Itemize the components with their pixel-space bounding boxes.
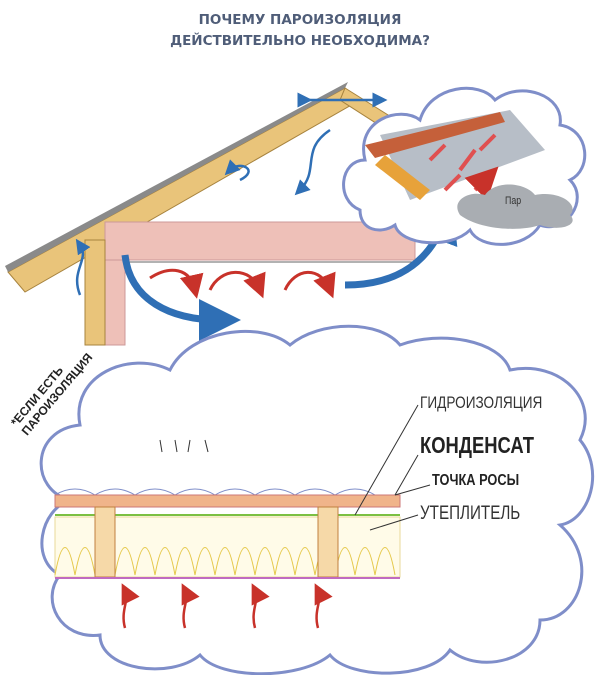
label-leader-lines <box>354 404 431 531</box>
title-line-2: ДЕЙСТВИТЕЛЬНО НЕОБХОДИМА? <box>170 33 430 49</box>
label-waterproofing: ГИДРОИЗОЛЯЦИЯ <box>420 393 543 412</box>
label-condensate: КОНДЕНСАТ <box>420 432 534 458</box>
roof-detail <box>365 110 545 200</box>
vapor-arrows <box>121 583 333 629</box>
airflow-arrows <box>75 92 388 296</box>
title-line-1: ПОЧЕМУ ПАРОИЗОЛЯЦИЯ <box>198 12 402 28</box>
roof-layers <box>54 488 401 579</box>
steam-cloud <box>457 184 573 229</box>
heat-arrows-red <box>149 268 336 299</box>
label-insulation: УТЕПЛИТЕЛЬ <box>420 503 521 524</box>
page-title: ПОЧЕМУ ПАРОИЗОЛЯЦИЯ ДЕЙСТВИТЕЛЬНО НЕОБХО… <box>0 10 600 52</box>
roof-structure <box>5 82 421 346</box>
steam-label: Пар <box>505 195 522 207</box>
condensate-drops <box>159 439 209 453</box>
label-dew-point: ТОЧКА РОСЫ <box>432 472 520 489</box>
zoom-arrow-down <box>121 254 241 341</box>
